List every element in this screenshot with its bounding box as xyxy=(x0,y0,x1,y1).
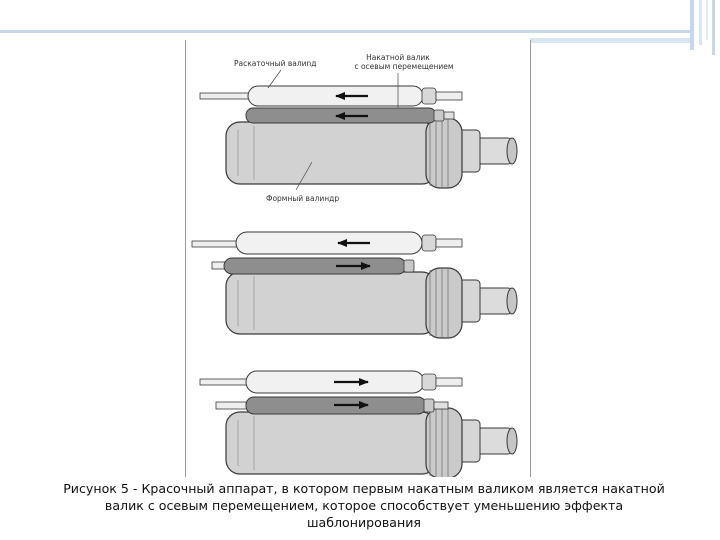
inking-unit-figure: Раскаточный валиnд Накатной валик с осев… xyxy=(185,40,531,477)
caption-line-3: шаблонирования xyxy=(306,515,421,530)
plate-cylinder xyxy=(225,407,518,477)
top-rule xyxy=(0,30,690,33)
label-form-roller-1: Накатной валик xyxy=(366,53,430,62)
corner-bar-1 xyxy=(690,0,694,50)
label-form-roller-2: с осевым перемещением xyxy=(354,62,453,71)
slide-decoration xyxy=(0,0,715,55)
panel-1: Раскаточный валиnд Накатной валик с осев… xyxy=(199,53,518,203)
corner-bar-3 xyxy=(706,0,708,40)
panel-2 xyxy=(191,231,518,339)
corner-bar-2 xyxy=(699,0,702,45)
label-distributor-roller: Раскаточный валиnд xyxy=(234,59,316,68)
plate-cylinder xyxy=(225,267,518,339)
label-plate-cylinder: Формный валиндр xyxy=(266,194,339,203)
upper-distributor-roller xyxy=(199,85,463,107)
leader-plate-cylinder xyxy=(295,161,313,191)
figure-caption: Рисунок 5 - Красочный аппарат, в котором… xyxy=(28,480,700,531)
panel-3 xyxy=(199,370,518,477)
upper-distributor-roller xyxy=(191,231,463,255)
top-rule-accent xyxy=(530,38,690,43)
corner-bar-4 xyxy=(712,0,715,55)
leader-distributor xyxy=(267,69,282,89)
caption-line-1: Рисунок 5 - Красочный аппарат, в котором… xyxy=(63,481,665,496)
lower-form-roller xyxy=(215,396,449,415)
lower-form-roller xyxy=(211,257,415,275)
caption-line-2: валик с осевым перемещением, которое спо… xyxy=(104,498,624,513)
plate-cylinder xyxy=(225,117,518,189)
upper-distributor-roller xyxy=(199,370,463,394)
